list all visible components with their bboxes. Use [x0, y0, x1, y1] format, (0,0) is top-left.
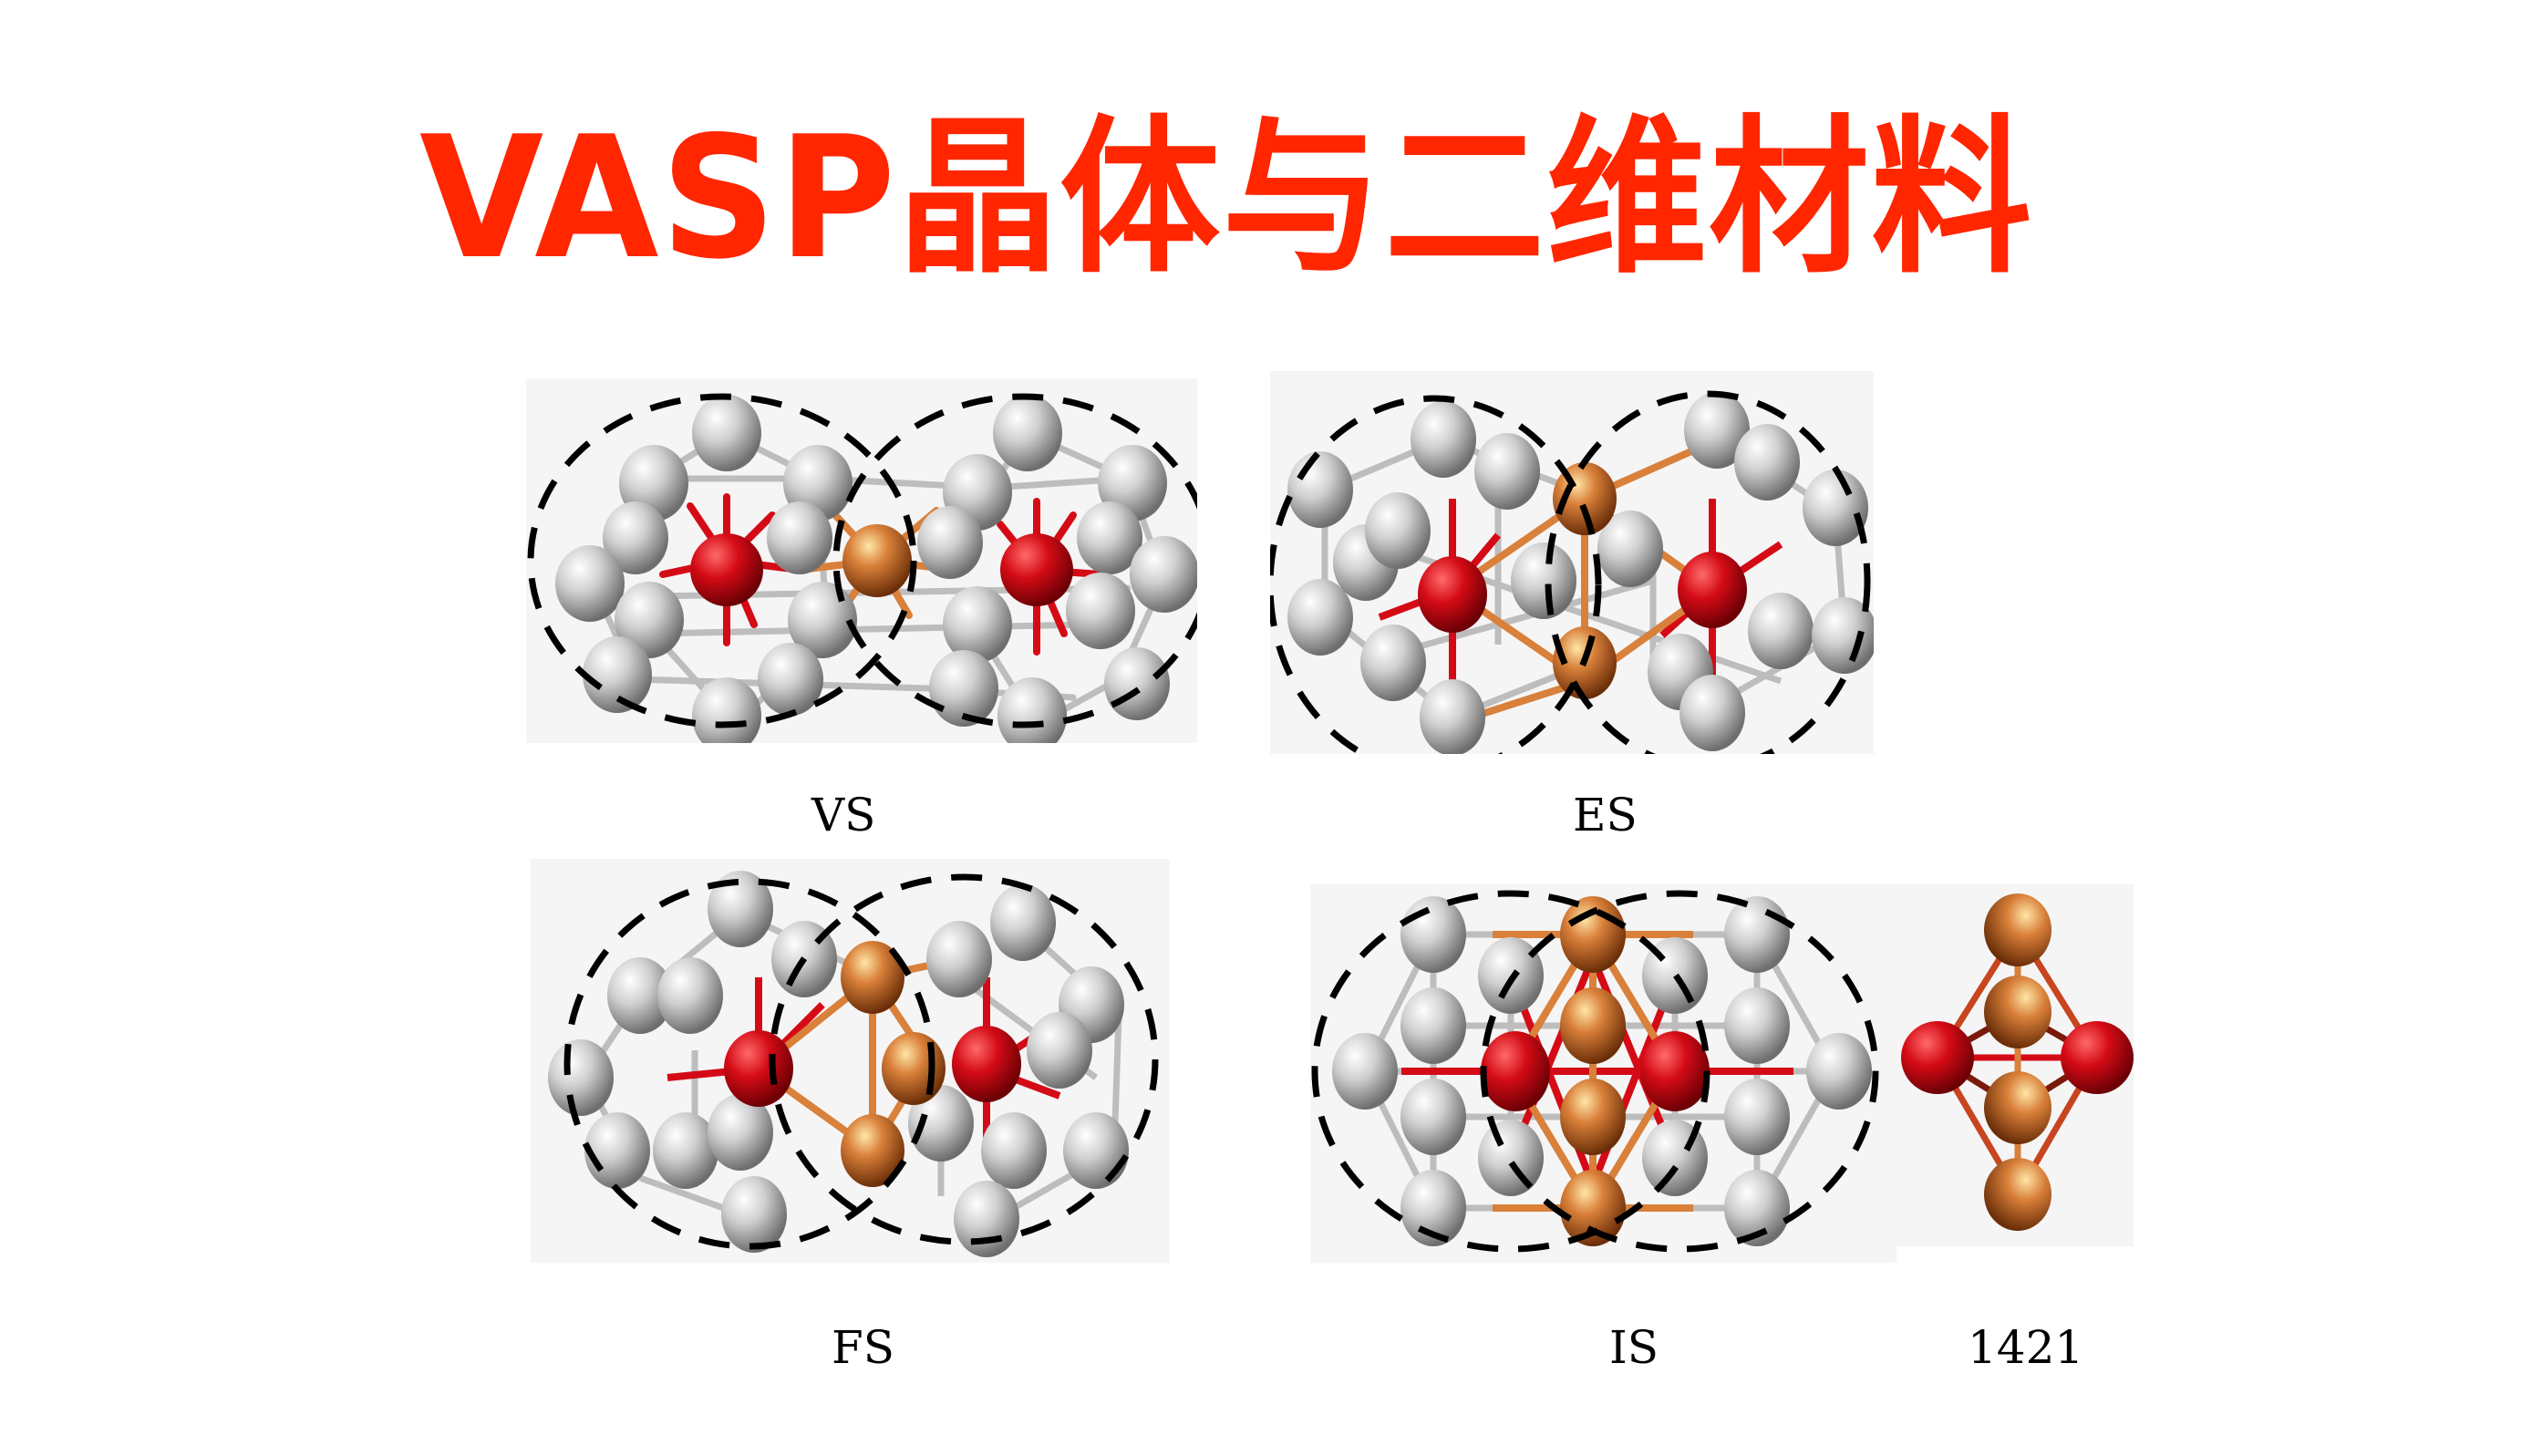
red-atom	[952, 1026, 1021, 1102]
vs-structure-diagram	[527, 393, 1197, 743]
label-fs: FS	[832, 1321, 894, 1374]
label-es: ES	[1573, 789, 1638, 842]
orange-atom	[841, 1114, 904, 1187]
orange-atom	[882, 1032, 946, 1105]
red-atom	[2061, 1021, 2134, 1094]
fs-structure-diagram	[548, 871, 1159, 1257]
red-atom	[1640, 1031, 1710, 1111]
is-structure-diagram	[1311, 890, 1879, 1253]
red-atom	[1678, 552, 1747, 628]
orange-atom	[1984, 1158, 2051, 1231]
gray-atoms	[555, 395, 1197, 743]
red-atom	[724, 1030, 793, 1107]
orange-atom	[1560, 1079, 1626, 1155]
orange-atom	[1984, 1071, 2051, 1144]
orange-atom	[1560, 1170, 1626, 1246]
structure-panel-vs	[526, 378, 1197, 743]
structure-panel-fs	[531, 859, 1170, 1263]
structure-panel-is	[1310, 884, 1896, 1263]
orange-atom	[1984, 976, 2051, 1048]
red-atom	[690, 533, 763, 606]
label-vs: VS	[811, 789, 876, 842]
structure-panel-1421	[1896, 884, 2134, 1246]
1421-structure-diagram	[1901, 893, 2134, 1231]
red-atom	[1418, 556, 1487, 633]
page-title: VASP晶体与二维材料	[419, 99, 2034, 297]
orange-atom	[1984, 893, 2051, 966]
structure-panel-es	[1270, 371, 1874, 754]
es-structure-diagram	[1270, 390, 1874, 754]
label-is: IS	[1609, 1321, 1659, 1374]
orange-atom	[841, 941, 904, 1014]
orange-atom	[1560, 896, 1626, 973]
label-1421: 1421	[1968, 1321, 2084, 1374]
orange-atom	[842, 524, 912, 597]
red-atom	[1481, 1031, 1550, 1111]
orange-atom	[1560, 987, 1626, 1064]
red-atom	[1000, 533, 1073, 606]
red-atom	[1901, 1021, 1974, 1094]
